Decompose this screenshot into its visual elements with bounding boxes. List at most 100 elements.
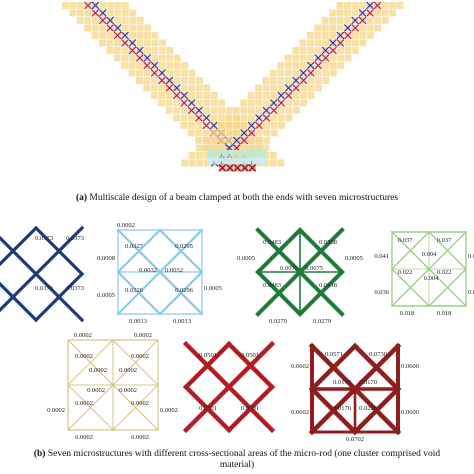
beam-cell xyxy=(84,9,92,17)
beam-cell xyxy=(329,54,337,62)
beam-cell xyxy=(229,157,237,165)
beam-cell xyxy=(165,92,173,99)
beam-cell xyxy=(180,114,188,122)
beam-cell xyxy=(248,152,256,159)
beam-cell xyxy=(292,69,300,77)
beam-cell xyxy=(351,9,359,17)
beam-cell xyxy=(366,32,374,39)
beam-cell xyxy=(374,9,381,17)
beam-cell xyxy=(203,84,211,92)
area-label: 0.004 xyxy=(422,251,437,258)
micro-rod xyxy=(112,339,159,386)
beam-cell xyxy=(248,114,255,122)
micro-rod xyxy=(351,342,402,393)
beam-cell xyxy=(136,17,144,24)
beam-cell-rod xyxy=(358,9,367,17)
beam-cell xyxy=(229,150,237,157)
beam-cell xyxy=(255,107,263,114)
beam-cell xyxy=(233,122,240,129)
beam-cell xyxy=(366,17,374,24)
beam-cell xyxy=(91,32,99,39)
beam-cell xyxy=(359,32,367,39)
area-label: 0.0002 xyxy=(160,407,178,414)
area-label: 0.018 xyxy=(437,310,452,317)
beam-cell xyxy=(240,107,248,114)
area-label: 0.0571 xyxy=(325,351,343,358)
beam-cell xyxy=(158,62,166,69)
area-label: 0.0373 xyxy=(66,235,84,242)
beam-cell xyxy=(306,32,314,39)
area-label: 0.0005 xyxy=(204,285,222,292)
beam-cell xyxy=(129,32,136,39)
beam-cell xyxy=(244,157,252,165)
beam-cell xyxy=(315,84,322,92)
beam-cell-rod xyxy=(292,76,300,85)
beam-cell xyxy=(84,24,92,32)
area-label: 0.041 xyxy=(374,253,389,260)
beam-cell xyxy=(188,159,196,167)
area-label: 0.0005 xyxy=(345,255,363,262)
area-label: 0.0327 xyxy=(125,243,144,250)
beam-cell xyxy=(269,159,277,167)
beam-cell xyxy=(344,47,352,54)
beam-cell xyxy=(263,129,271,137)
beam-cell xyxy=(143,77,151,84)
micro-rod xyxy=(391,268,430,307)
beam-cell xyxy=(359,24,367,32)
beam-cell xyxy=(300,92,308,99)
beam-cell xyxy=(389,2,396,9)
beam-cell xyxy=(329,24,337,32)
beam-cell xyxy=(277,62,285,69)
beam-cell-rod xyxy=(113,31,122,40)
micro-rod xyxy=(428,268,467,307)
beam-cell xyxy=(233,152,241,159)
beam-cell xyxy=(144,24,152,32)
beam-cell-rod xyxy=(314,54,322,62)
micro-rod xyxy=(158,270,204,316)
beam-cell xyxy=(262,84,270,92)
beam-cell xyxy=(359,2,366,9)
beam-cell xyxy=(225,107,233,114)
beam-cell xyxy=(344,17,352,24)
beam-cell-rod xyxy=(343,24,352,32)
beam-cell xyxy=(136,32,144,39)
beam-cell-rod xyxy=(91,9,100,17)
beam-cell xyxy=(210,129,218,137)
beam-cell xyxy=(270,152,277,159)
beam-cell xyxy=(315,77,322,84)
area-label: 0.0418 xyxy=(319,282,337,289)
beam-cell xyxy=(173,54,181,62)
beam-cell xyxy=(337,47,344,54)
beam-cell-rod xyxy=(299,76,308,85)
beam-cell xyxy=(233,129,241,137)
beam-cell-rod xyxy=(150,61,159,70)
beam-cell xyxy=(121,9,129,17)
beam-cell-rod xyxy=(232,136,241,145)
area-label: 0.0373 xyxy=(35,285,53,292)
beam-cell xyxy=(351,32,359,39)
micro-rod xyxy=(308,385,359,436)
beam-cell xyxy=(203,92,211,99)
beam-cell xyxy=(244,150,252,157)
beam-cell-rod xyxy=(269,99,278,107)
area-label: 0.0170 xyxy=(333,405,351,412)
area-label: 0.036 xyxy=(374,289,389,296)
beam-cell xyxy=(292,92,300,99)
beam-cell xyxy=(136,62,144,69)
beam-cell xyxy=(121,54,129,62)
beam-cell-rod xyxy=(306,61,315,70)
beam-cell-rod xyxy=(210,121,218,130)
beam-cell xyxy=(240,144,248,152)
beam-cell xyxy=(151,77,158,84)
beam-cell-rod xyxy=(143,54,152,62)
beam-cell xyxy=(203,137,211,144)
beam-cell-rod xyxy=(165,76,174,85)
area-label: 0.0600 xyxy=(401,363,419,370)
beam-cell xyxy=(255,84,262,92)
beam-cell-rod xyxy=(307,69,315,77)
beam-cell xyxy=(255,137,263,144)
area-label: 0.0508 xyxy=(319,239,337,246)
beam-cell xyxy=(225,129,233,137)
beam-cell xyxy=(181,159,188,167)
